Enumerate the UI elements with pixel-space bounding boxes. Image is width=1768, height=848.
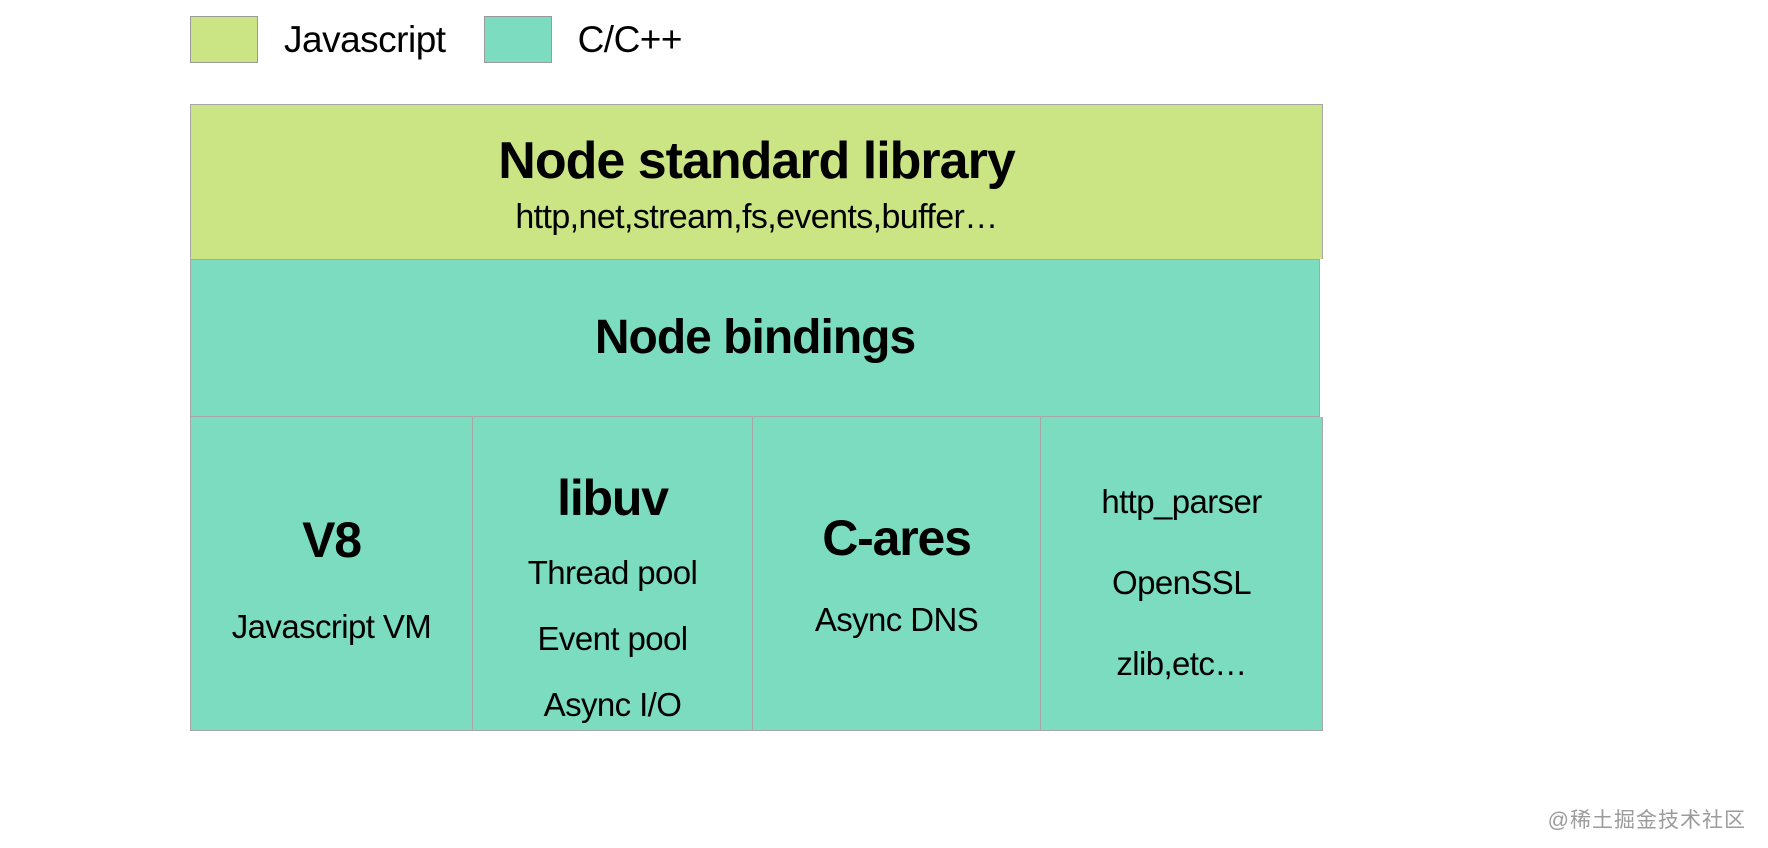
legend-item-javascript: Javascript <box>190 15 446 63</box>
component-line-libuv-event-pool: Event pool <box>537 620 689 657</box>
layer-node-standard-library: Node standard library http,net,stream,fs… <box>190 104 1323 259</box>
component-line-libuv-thread-pool: Thread pool <box>527 554 698 591</box>
component-v8: V8 Javascript VM <box>190 417 472 731</box>
layer-node-bindings: Node bindings <box>190 259 1320 417</box>
layer-subtitle-node-standard-library: http,net,stream,fs,events,buffer… <box>515 197 998 236</box>
legend-label-c-cpp: C/C++ <box>577 18 683 60</box>
color-swatch-icon <box>190 15 258 63</box>
component-line-c-ares-async-dns: Async DNS <box>814 601 979 638</box>
component-line-v8-javascript-vm: Javascript VM <box>231 608 432 645</box>
component-extras: http_parser OpenSSL zlib,etc… <box>1040 417 1323 731</box>
layer-title-node-standard-library: Node standard library <box>498 132 1015 190</box>
component-line-openssl: OpenSSL <box>1112 564 1252 601</box>
component-libuv: libuv Thread pool Event pool Async I/O <box>472 417 752 731</box>
component-c-ares: C-ares Async DNS <box>752 417 1040 731</box>
component-line-http-parser: http_parser <box>1101 483 1262 520</box>
watermark: @稀土掘金技术社区 <box>1547 809 1746 832</box>
component-title-libuv: libuv <box>557 470 669 526</box>
component-title-v8: V8 <box>302 512 362 568</box>
color-swatch-icon <box>483 15 552 63</box>
component-line-zlib-etc: zlib,etc… <box>1116 645 1247 682</box>
component-line-libuv-async-io: Async I/O <box>543 686 682 723</box>
layer-title-node-bindings: Node bindings <box>594 310 916 364</box>
legend-label-javascript: Javascript <box>284 18 446 60</box>
legend: Javascript C/C++ <box>190 14 683 64</box>
legend-item-c-cpp: C/C++ <box>483 15 683 63</box>
component-title-c-ares: C-ares <box>822 510 972 566</box>
node-architecture-diagram: Node standard library http,net,stream,fs… <box>190 104 1323 731</box>
layer-native-components: V8 Javascript VM libuv Thread pool Event… <box>190 417 1323 731</box>
